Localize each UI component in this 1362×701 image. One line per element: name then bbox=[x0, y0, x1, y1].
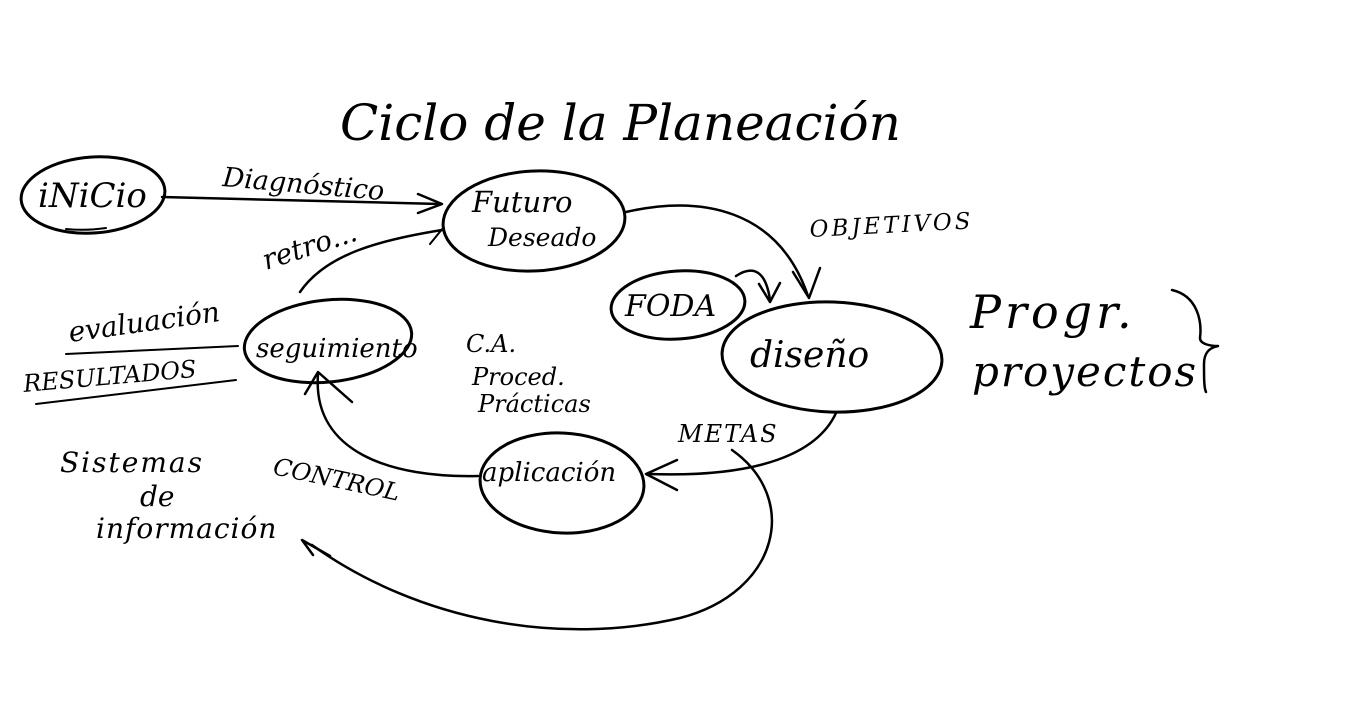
label-practicas: Prácticas bbox=[477, 390, 591, 418]
label-metas: METAS bbox=[677, 420, 779, 448]
label-control: CONTROL bbox=[271, 452, 403, 506]
node-aplicacion-label: aplicación bbox=[482, 458, 616, 488]
label-sistemas: Sistemas bbox=[60, 446, 204, 479]
label-objetivos: OBJETIVOS bbox=[809, 208, 974, 243]
evaluacion-underline bbox=[65, 345, 239, 355]
label-evaluacion: evaluación bbox=[66, 295, 221, 349]
arrow-aplicacion-to-seguimiento bbox=[303, 370, 480, 478]
node-seguimiento: seguimiento bbox=[242, 297, 418, 385]
node-inicio-label: iNiCio bbox=[38, 176, 147, 216]
label-informacion: información bbox=[96, 512, 277, 545]
arrow-foda-to-diseno bbox=[734, 269, 782, 304]
node-futuro-label-2: Deseado bbox=[487, 223, 596, 252]
node-diseno: diseño bbox=[720, 300, 944, 414]
label-de: de bbox=[140, 480, 175, 513]
node-inicio: iNiCio bbox=[19, 155, 167, 235]
node-futuro-label-1: Futuro bbox=[471, 185, 572, 219]
arrow-metas-to-sistemas bbox=[300, 448, 774, 631]
node-aplicacion: aplicación bbox=[478, 431, 646, 535]
label-ca: C.A. bbox=[466, 330, 516, 358]
resultados-underline bbox=[35, 379, 237, 405]
node-foda-label: FODA bbox=[624, 289, 716, 324]
arrow-seguimiento-to-futuro bbox=[298, 227, 444, 294]
diagram-title: Ciclo de la Planeación bbox=[340, 94, 901, 152]
node-seguimiento-label: seguimiento bbox=[256, 334, 418, 364]
label-progr: Progr. bbox=[969, 285, 1136, 339]
right-brace bbox=[1170, 288, 1220, 394]
label-proced: Proced. bbox=[471, 363, 565, 391]
node-diseno-label: diseño bbox=[750, 335, 869, 376]
arrow-diseno-to-aplicacion bbox=[644, 411, 838, 492]
node-futuro-deseado: Futuro Deseado bbox=[441, 169, 627, 273]
node-foda: FODA bbox=[609, 269, 747, 341]
label-retro: retro... bbox=[258, 215, 361, 277]
label-resultados: RESULTADOS bbox=[21, 355, 197, 398]
label-proyectos: proyectos bbox=[972, 347, 1198, 396]
arrow-inicio-to-futuro bbox=[160, 192, 444, 215]
arrow-futuro-to-diseno bbox=[624, 204, 822, 300]
